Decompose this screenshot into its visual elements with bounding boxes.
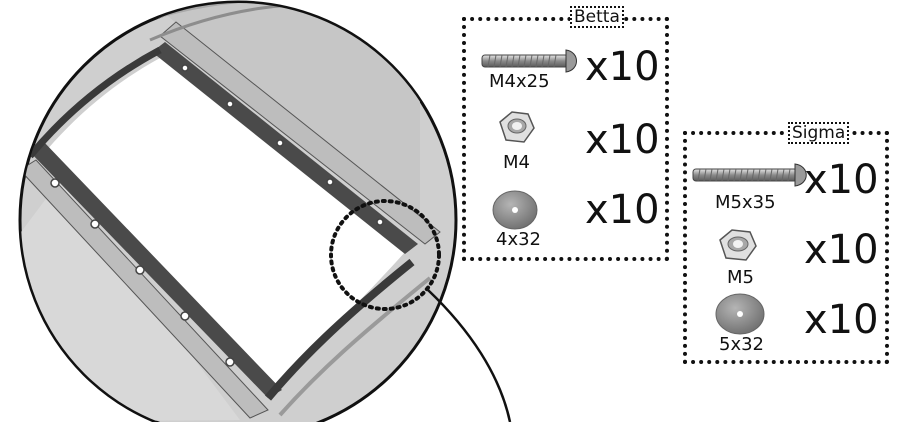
screw-holes: [50, 64, 384, 367]
quantity-nut: x10: [804, 227, 879, 273]
quantity-bolt: x10: [804, 157, 879, 203]
washer-icon: [492, 190, 538, 230]
magnified-detail-circle: [18, 0, 458, 422]
bolt-icon: [481, 49, 577, 73]
frame-opening: [40, 58, 405, 392]
quantity-bolt: x10: [585, 44, 660, 90]
kit-box-sigma: [683, 131, 889, 364]
part-label-nut: M5: [727, 267, 754, 288]
kit-title-sigma: Sigma: [788, 122, 850, 144]
kit-title-betta: Betta: [570, 6, 624, 28]
washer-icon: [715, 293, 765, 335]
quantity-washer: x10: [585, 187, 660, 233]
kit-box-betta: [462, 17, 669, 261]
frame-arc-top: [27, 46, 162, 159]
part-label-bolt: M4x25: [489, 71, 550, 92]
part-label-bolt: M5x35: [715, 192, 776, 213]
hex-nut-icon: [719, 229, 757, 261]
frame-arc-bottom: [264, 258, 415, 401]
part-label-washer: 5x32: [719, 334, 765, 355]
quantity-washer: x10: [804, 297, 879, 343]
hex-nut-icon: [499, 111, 535, 143]
callout-circle: [329, 199, 441, 311]
frame-rail-lower: [28, 140, 282, 398]
quantity-nut: x10: [585, 117, 660, 163]
frame-rail-upper: [152, 42, 418, 254]
leader-line: [427, 289, 512, 422]
part-label-nut: M4: [503, 152, 530, 173]
part-label-washer: 4x32: [496, 229, 542, 250]
bolt-icon: [692, 163, 807, 187]
